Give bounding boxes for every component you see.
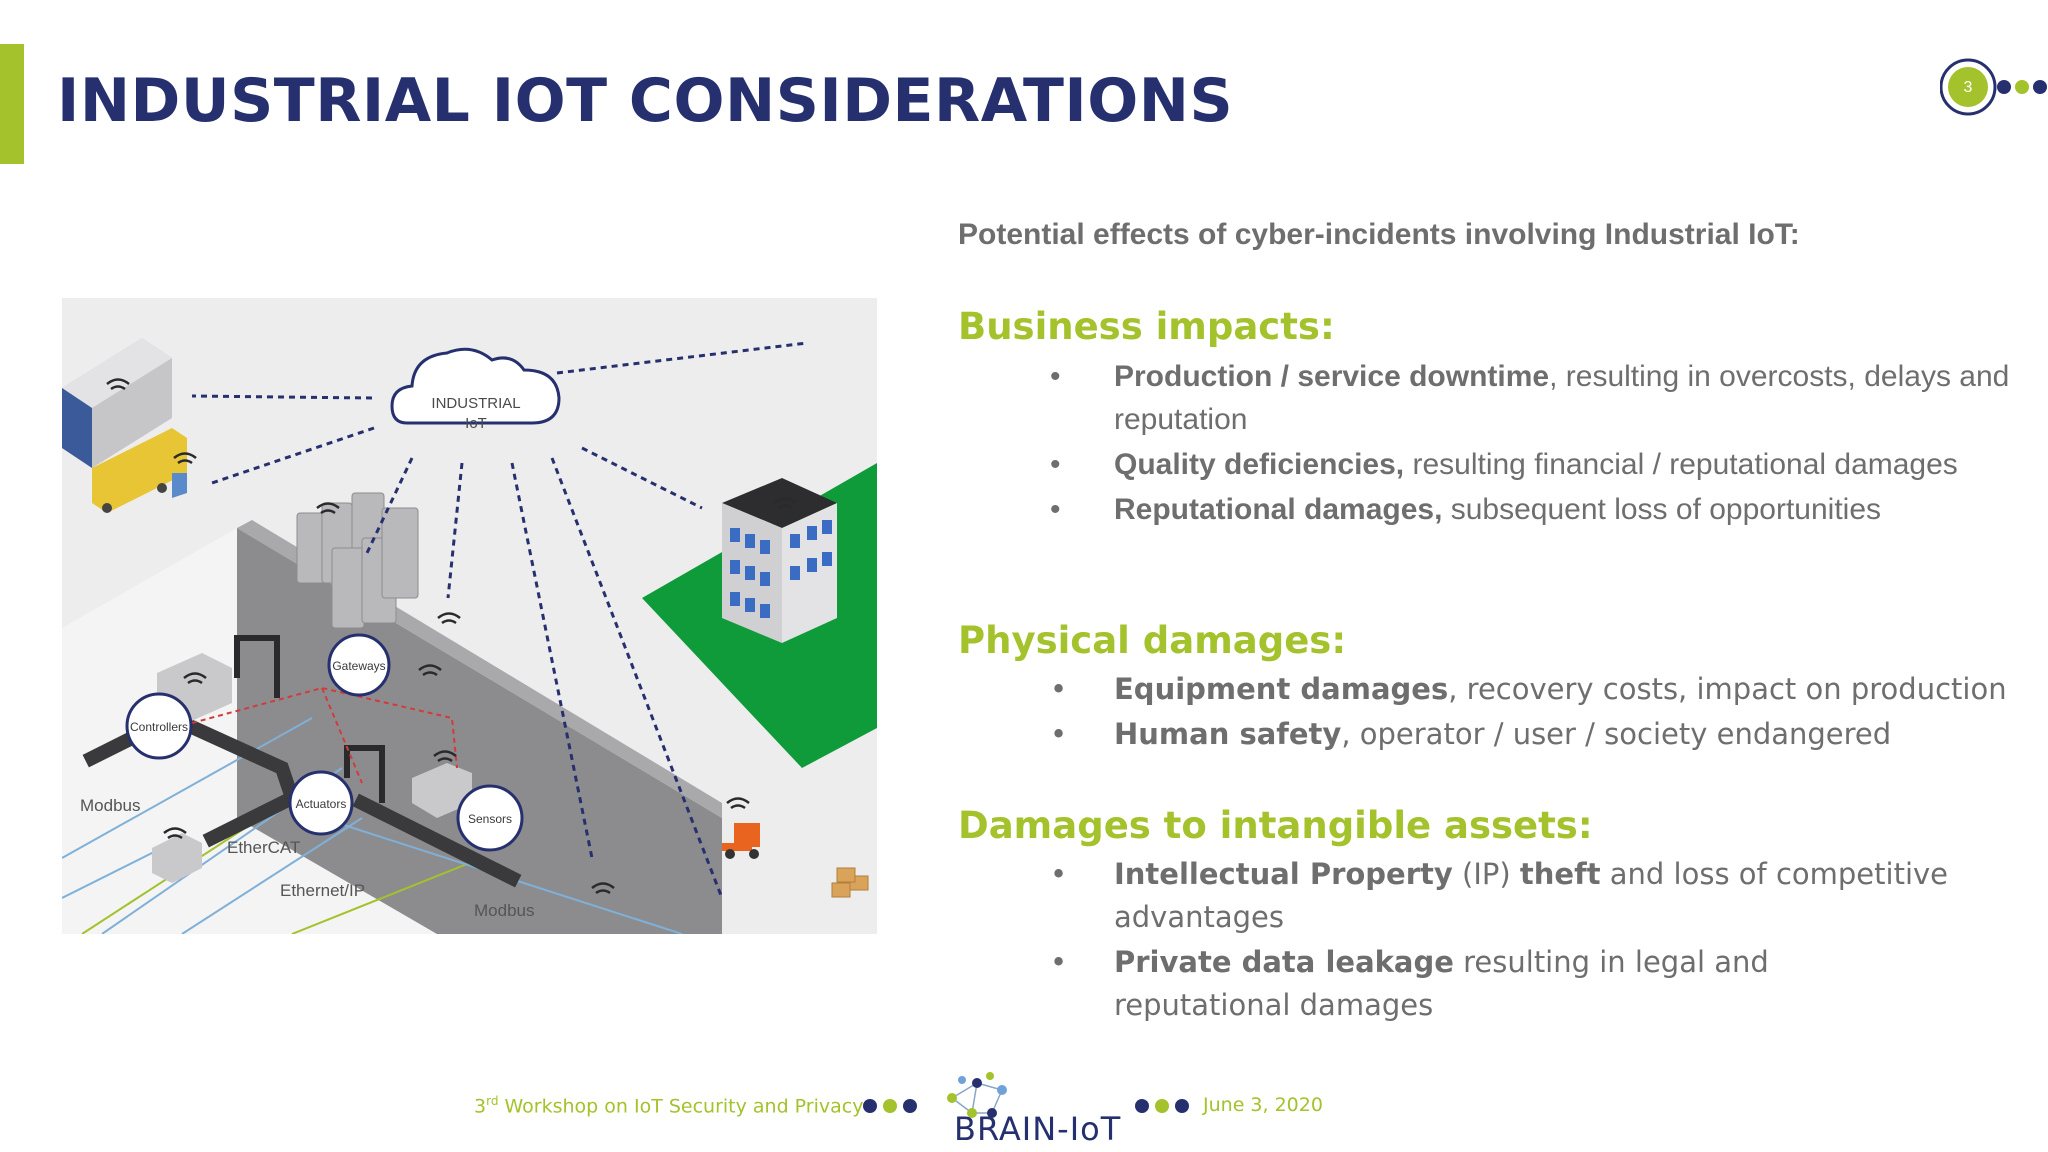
title-accent-bar xyxy=(0,44,24,164)
bullet-icon: • xyxy=(1050,360,1061,393)
list-item: • Private data leakage resulting in legal… xyxy=(1050,941,1950,1027)
item-text: , resulting in overcosts, delays and rep… xyxy=(1114,360,2010,436)
label-sensors: Sensors xyxy=(468,812,512,826)
list-item: • Quality deficiencies, resulting financi… xyxy=(1050,443,2010,486)
footer-dots-left xyxy=(863,1099,917,1113)
bullet-icon: • xyxy=(1050,448,1061,481)
item-text: resulting in legal and reputational dama… xyxy=(1114,945,1769,1022)
item-text: subsequent loss of opportunities xyxy=(1442,493,1882,526)
footer-date: June 3, 2020 xyxy=(1203,1094,1323,1116)
item-bold: Equipment damages xyxy=(1114,672,1449,706)
footer-dots-right xyxy=(1135,1099,1189,1113)
item-bold: Human safety xyxy=(1114,717,1342,751)
industrial-iot-illustration: INDUSTRIAL IoT Gateways Controllers Actu… xyxy=(62,298,877,934)
bullet-icon: • xyxy=(1050,717,1068,751)
bullet-icon: • xyxy=(1050,672,1068,706)
intro-text: Potential effects of cyber-incidents inv… xyxy=(958,218,1800,251)
business-impacts-list: • Production / service downtime, resultin… xyxy=(1050,355,2010,533)
label-ethercat: EtherCAT xyxy=(227,838,300,857)
wifi-icon xyxy=(106,378,797,895)
list-item: • Human safety, operator / user / society… xyxy=(1050,713,2010,756)
label-modbus-left: Modbus xyxy=(80,796,140,815)
brain-iot-logo-text: BRAIN-IoT xyxy=(954,1110,1122,1148)
item-bold: Reputational damages, xyxy=(1114,493,1443,526)
item-text: resulting financial / reputational damag… xyxy=(1404,448,1958,481)
item-bold: Production / service downtime xyxy=(1114,360,1550,393)
label-ethernet-ip: Ethernet/IP xyxy=(280,881,365,900)
section-title-physical: Physical damages: xyxy=(958,619,1347,662)
brain-iot-logo-icon xyxy=(947,1072,1007,1118)
item-bold: Intellectual Property xyxy=(1114,857,1453,891)
workshop-suffix: rd xyxy=(486,1094,499,1108)
item-text: , recovery costs, impact on production xyxy=(1448,672,2007,706)
label-controllers: Controllers xyxy=(130,720,188,734)
item-text: and loss of competitive advantages xyxy=(1114,857,1949,934)
cloud-label-2: IoT xyxy=(465,415,487,432)
workshop-number: 3 xyxy=(474,1095,487,1118)
section-title-intangible: Damages to intangible assets: xyxy=(958,804,1593,847)
item-bold: theft xyxy=(1519,857,1601,891)
item-text: , operator / user / society endangered xyxy=(1341,717,1892,751)
section-title-business: Business impacts: xyxy=(958,305,1335,348)
list-item: • Intellectual Property (IP) theft and lo… xyxy=(1050,853,1950,939)
bullet-icon: • xyxy=(1050,493,1061,526)
bullet-icon: • xyxy=(1050,857,1068,891)
list-item: • Production / service downtime, resultin… xyxy=(1050,355,2010,441)
bullet-icon: • xyxy=(1050,945,1068,979)
label-gateways: Gateways xyxy=(332,659,385,673)
cloud-label-1: INDUSTRIAL xyxy=(431,395,520,412)
page-title: INDUSTRIAL IOT CONSIDERATIONS xyxy=(57,66,1234,136)
item-bold: Private data leakage xyxy=(1114,945,1454,979)
item-text: (IP) xyxy=(1452,857,1520,891)
list-item: • Equipment damages, recovery costs, impa… xyxy=(1050,668,2010,711)
footer-workshop: 3rd Workshop on IoT Security and Privacy xyxy=(474,1094,863,1117)
workshop-text: Workshop on IoT Security and Privacy xyxy=(498,1095,864,1118)
label-actuators: Actuators xyxy=(296,797,347,811)
item-bold: Quality deficiencies, xyxy=(1114,448,1405,481)
page-number: 3 xyxy=(1963,79,1973,96)
intangible-assets-list: • Intellectual Property (IP) theft and lo… xyxy=(1050,853,1950,1029)
physical-damages-list: • Equipment damages, recovery costs, impa… xyxy=(1050,668,2010,758)
page-badge xyxy=(1940,58,2047,116)
label-modbus-bottom: Modbus xyxy=(474,901,534,920)
list-item: • Reputational damages, subsequent loss o… xyxy=(1050,488,2010,531)
